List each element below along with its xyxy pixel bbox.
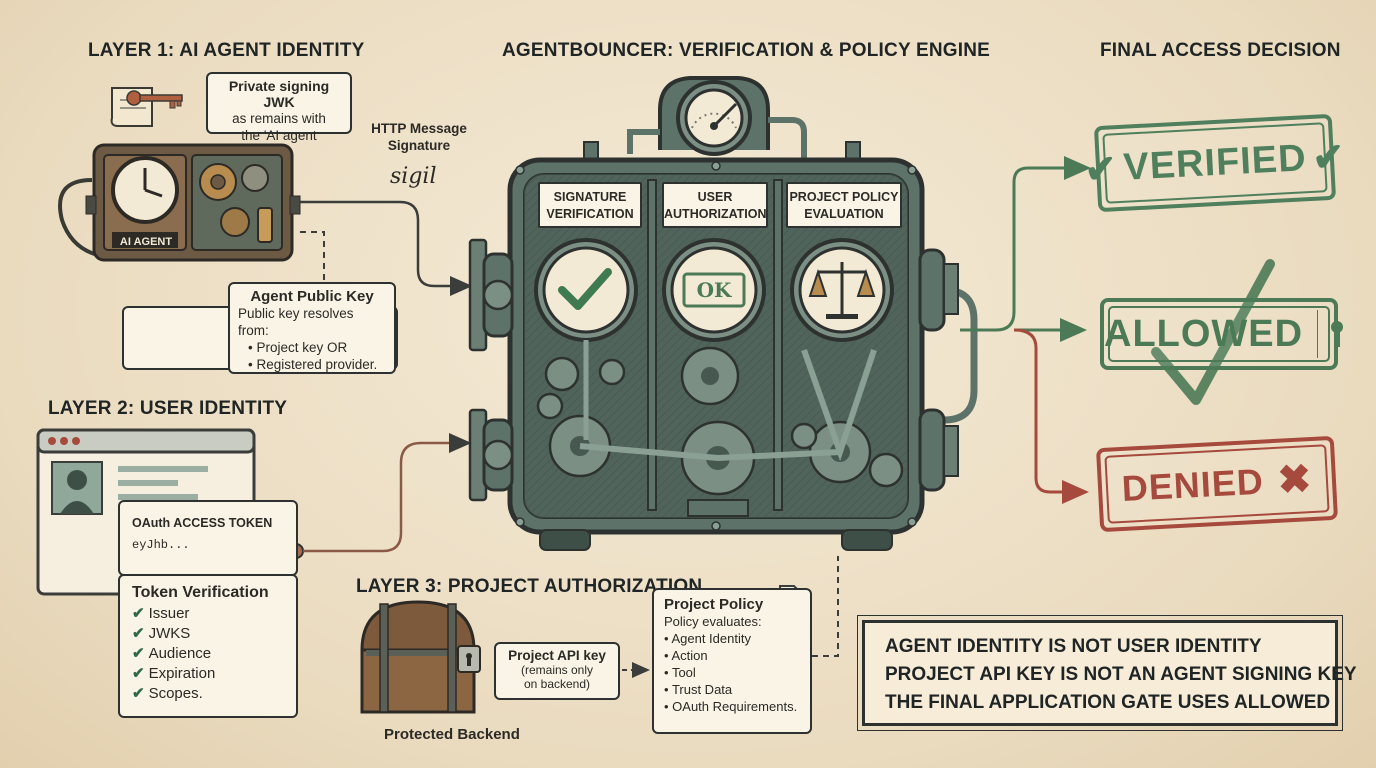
public-key-source: Registered provider. (248, 356, 386, 373)
token-check-item: ✔Scopes. (132, 685, 203, 702)
allowed-label: ALLOWED (1104, 312, 1304, 355)
cross-icon: ✖ (1276, 457, 1314, 503)
policy-item: Tool (664, 664, 800, 681)
project-policy-box: Project Policy Policy evaluates: Agent I… (652, 588, 812, 734)
layer3-heading: LAYER 3: PROJECT AUTHORIZATION (356, 576, 703, 597)
stage-line1: SIGNATURE (553, 190, 627, 204)
allowed-stamp: ALLOWED (1100, 298, 1343, 370)
token-check-item: ✔Issuer (132, 605, 190, 622)
private-jwk-line2: as remains with (232, 111, 326, 126)
verified-stamp: ✔VERIFIED✔ (1084, 113, 1346, 213)
agent-public-key-list: Project key OR Registered provider. (238, 339, 386, 373)
principle-line: PROJECT API KEY IS NOT AN AGENT SIGNING … (885, 664, 1357, 685)
stage-signature-verification: SIGNATURE VERIFICATION (538, 182, 642, 228)
scroll-key-icon (110, 87, 183, 127)
token-check-item: ✔Expiration (132, 665, 216, 682)
project-api-key-line3: on backend) (523, 677, 591, 691)
project-policy-title: Project Policy (664, 596, 764, 613)
stage-line2: AUTHORIZATION (664, 207, 767, 221)
oauth-token-title: OAuth ACCESS TOKEN (132, 516, 273, 530)
ai-agent-device (58, 143, 301, 262)
engine-heading: AGENTBOUNCER: VERIFICATION & POLICY ENGI… (502, 40, 991, 61)
policy-item: OAuth Requirements. (664, 698, 800, 715)
stage-project-policy-evaluation: PROJECT POLICY EVALUATION (786, 182, 902, 228)
final-heading: FINAL ACCESS DECISION (1100, 40, 1341, 61)
private-jwk-title: Private signing JWK (228, 78, 330, 110)
private-jwk-box: Private signing JWK as remains with the … (206, 72, 352, 143)
token-check-list: ✔Issuer ✔JWKS ✔Audience ✔Expiration ✔Sco… (132, 604, 284, 704)
project-policy-intro: Policy evaluates: (664, 614, 762, 629)
policy-engine-machine (468, 76, 978, 551)
stage-line1: USER (697, 190, 733, 204)
principle-line: AGENT IDENTITY IS NOT USER IDENTITY (885, 636, 1262, 657)
token-verification-title: Token Verification (132, 584, 269, 601)
policy-item: Agent Identity (664, 630, 800, 647)
stage-user-authorization: USER AUTHORIZATION (662, 182, 768, 228)
treasure-chest-icon (360, 600, 481, 714)
sigil-signature: sigil (390, 164, 437, 189)
layer1-heading: LAYER 1: AI AGENT IDENTITY (88, 40, 365, 61)
policy-item: Trust Data (664, 681, 800, 698)
ai-agent-label: AI AGENT (119, 236, 173, 248)
keyhole-icon (1330, 321, 1343, 347)
http-signature-line2: Signature (387, 138, 451, 153)
policy-item: Action (664, 647, 800, 664)
token-verification-box: Token Verification ✔Issuer ✔JWKS ✔Audien… (118, 574, 298, 718)
denied-stamp: DENIED ✖ (1095, 435, 1339, 533)
agent-public-key-intro: Public key resolves from: (238, 306, 354, 338)
token-check-item: ✔JWKS (132, 625, 191, 642)
stage-line2: EVALUATION (804, 207, 884, 221)
agent-public-key-card: Agent Public Key Public key resolves fro… (228, 282, 396, 374)
private-jwk-line3: the 'AI agent (241, 128, 317, 143)
ok-stamp: OK (696, 278, 732, 302)
stage-line2: VERIFICATION (546, 207, 634, 221)
project-api-key-title: Project API key (508, 648, 606, 663)
project-api-key-box: Project API key (remains only on backend… (494, 642, 620, 700)
verified-label: VERIFIED (1122, 136, 1308, 189)
denied-label: DENIED (1120, 460, 1265, 509)
project-policy-list: Agent Identity Action Tool Trust Data OA… (664, 630, 800, 715)
http-signature-label: HTTP Message Signature (364, 120, 474, 154)
token-check-item: ✔Audience (132, 645, 212, 662)
agent-public-key-title: Agent Public Key (250, 288, 374, 305)
oauth-token-box: OAuth ACCESS TOKEN eyJhb... (118, 500, 298, 576)
principle-line: THE FINAL APPLICATION GATE USES ALLOWED (885, 692, 1331, 713)
project-api-key-line2: (remains only (520, 663, 594, 677)
protected-backend-label: Protected Backend (384, 726, 520, 743)
stage-line1: PROJECT POLICY (789, 190, 899, 204)
http-signature-line1: HTTP Message (371, 121, 467, 136)
public-key-source: Project key OR (248, 339, 386, 356)
layer2-heading: LAYER 2: USER IDENTITY (48, 398, 288, 419)
principles-box: AGENT IDENTITY IS NOT USER IDENTITY PROJ… (857, 615, 1357, 731)
oauth-token-value: eyJhb... (132, 538, 190, 552)
